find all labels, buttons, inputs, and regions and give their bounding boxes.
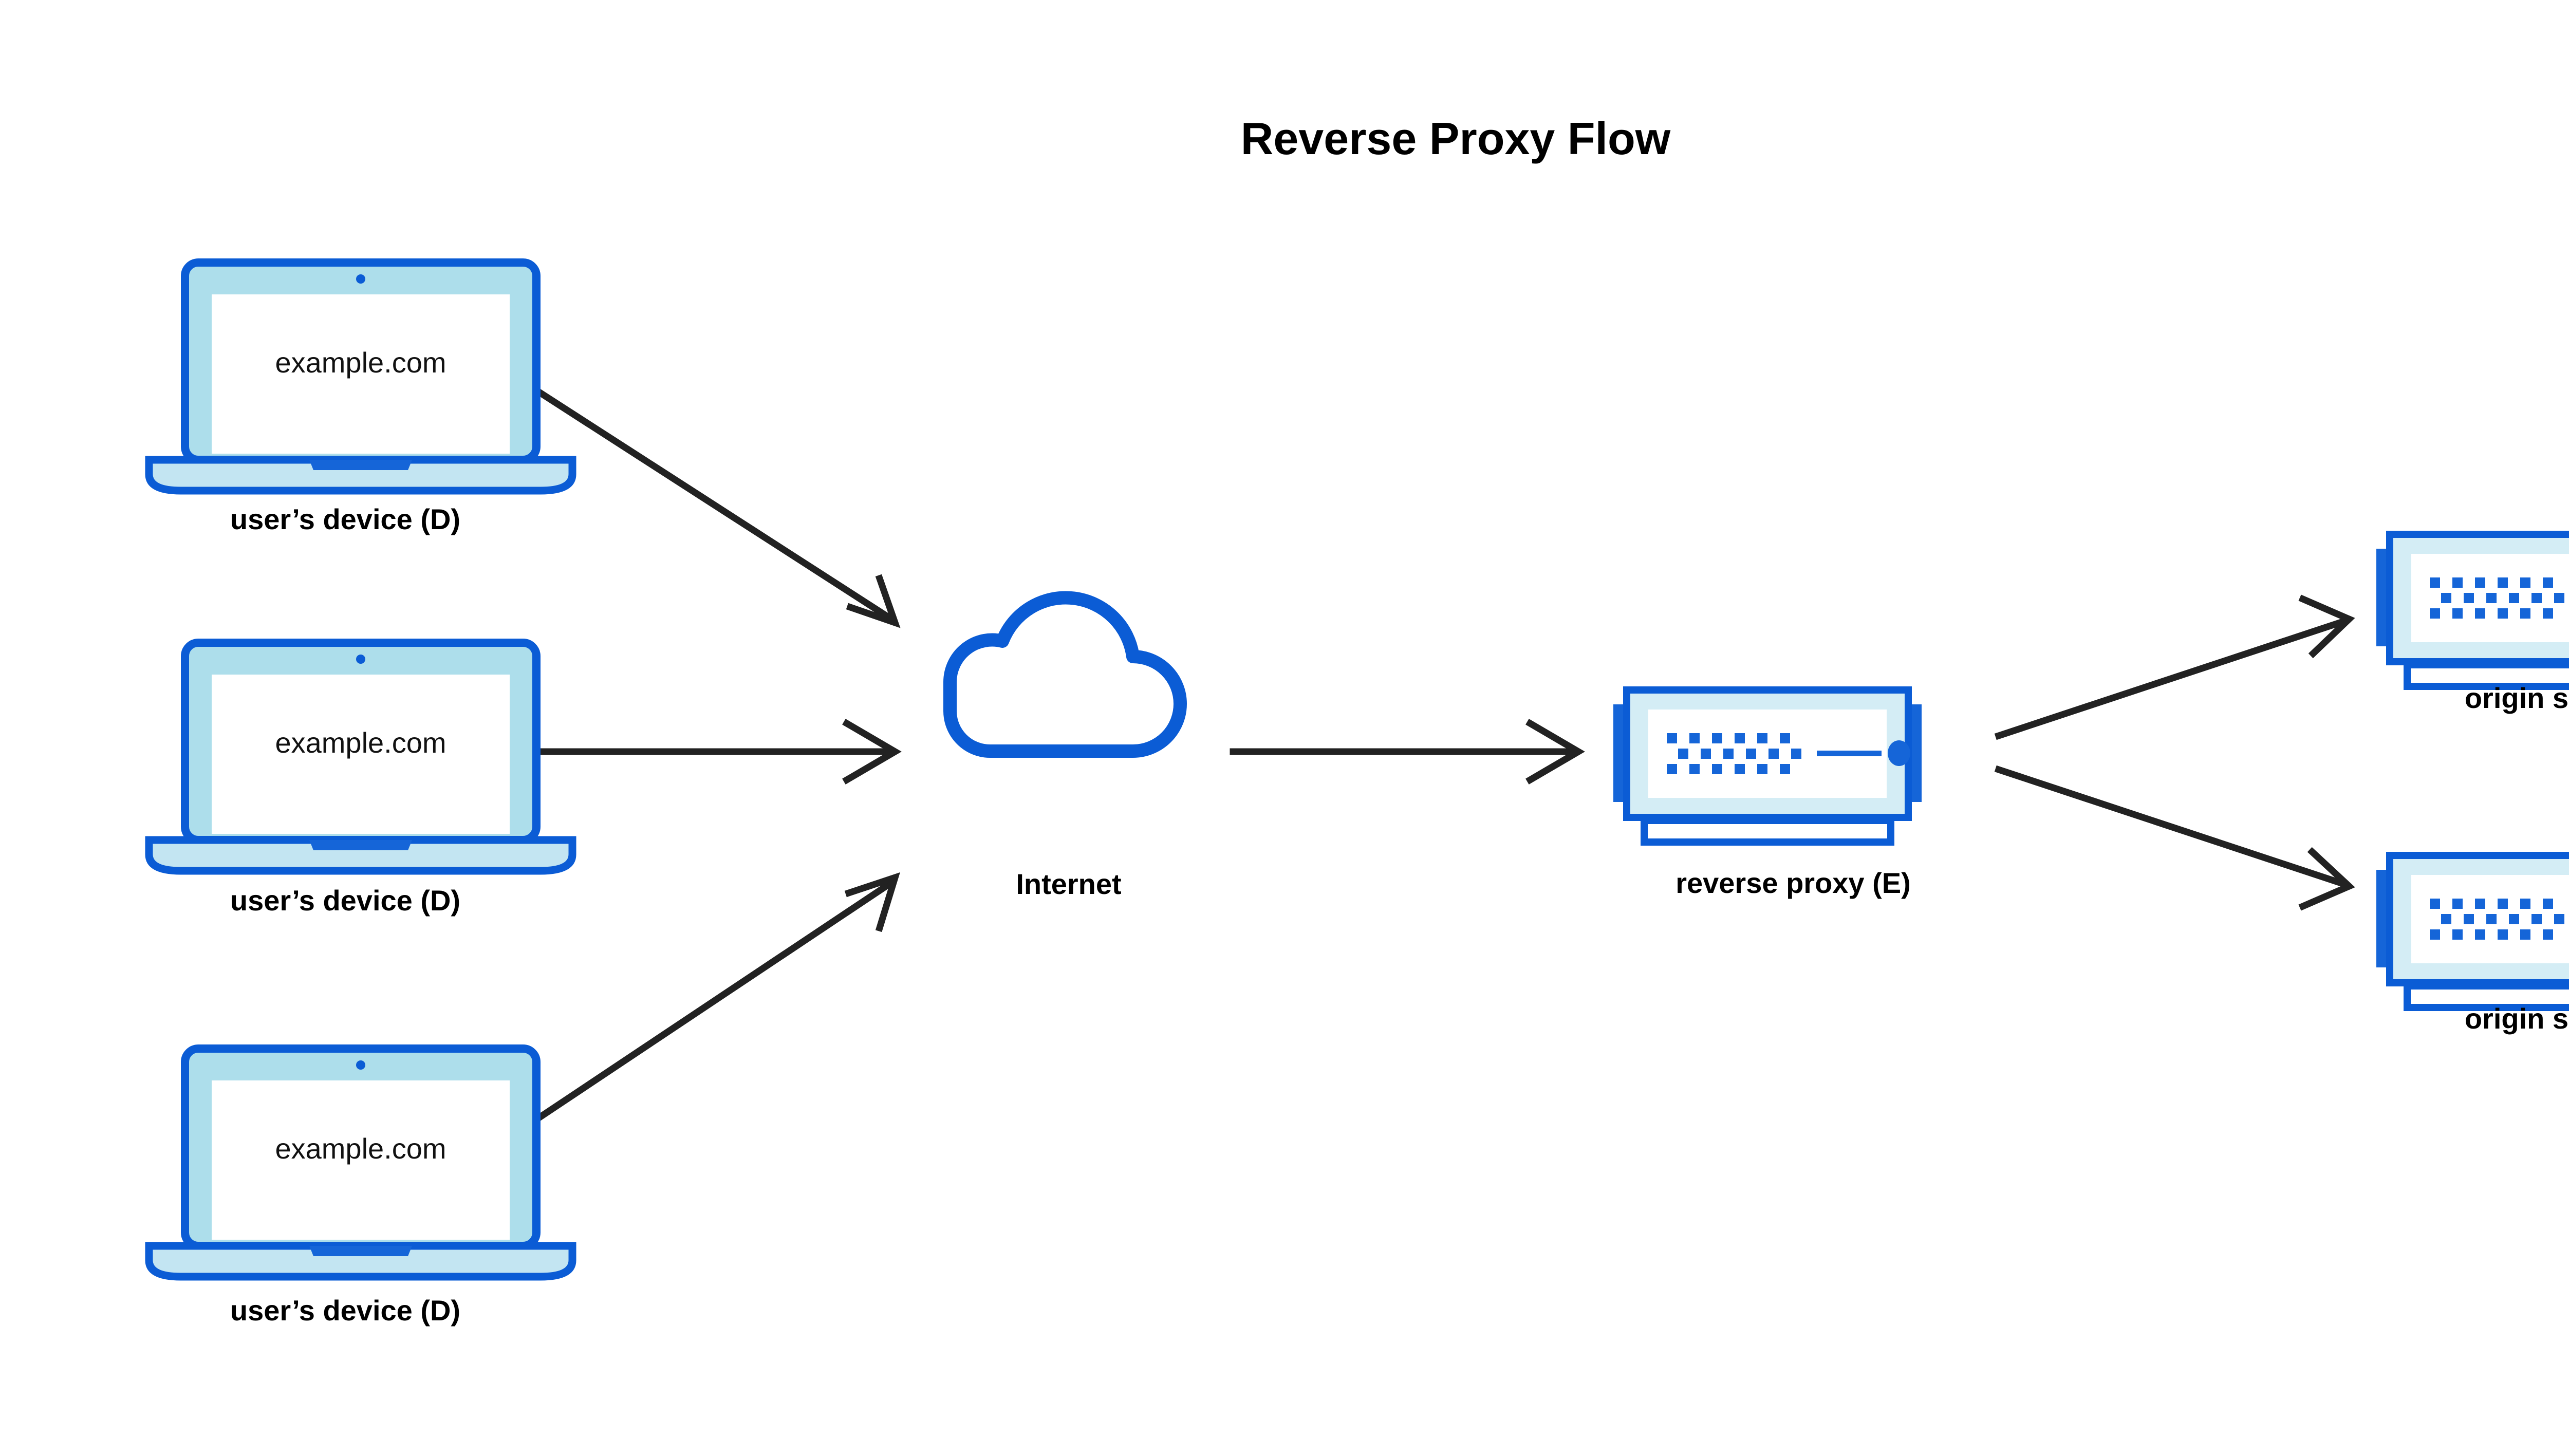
server-icon [1613,690,1922,842]
node-internet[interactable]: Internet [950,598,1180,900]
server-icon [2376,534,2569,686]
cloud-icon [950,598,1180,751]
edge-device1-internet [504,368,901,628]
node-device-2[interactable]: example.com user’s device (D) [149,643,572,917]
edge-proxy-origin2 [1994,765,2355,911]
edge-device2-internet [505,719,902,785]
device-label: user’s device (D) [230,1294,460,1327]
origin-server-label: origin server (F) [2465,682,2569,714]
device-label: user’s device (D) [230,884,460,917]
device-screen-text: example.com [275,1132,446,1165]
edge-proxy-origin1 [1994,594,2355,740]
device-screen-text: example.com [275,726,446,759]
node-origin-server-2[interactable]: origin server (F) [2376,855,2569,1035]
internet-label: Internet [1016,868,1121,900]
server-icon [2376,855,2569,1007]
edge-layer [504,368,2355,1143]
edge-device3-internet [504,872,900,1143]
node-device-1[interactable]: example.com user’s device (D) [149,263,572,535]
device-label: user’s device (D) [230,503,460,535]
node-origin-server-1[interactable]: origin server (F) [2376,534,2569,714]
node-reverse-proxy[interactable]: reverse proxy (E) [1613,690,1922,899]
edge-internet-proxy [1230,719,1585,785]
origin-server-label: origin server (F) [2465,1002,2569,1035]
reverse-proxy-label: reverse proxy (E) [1676,867,1911,899]
node-device-3[interactable]: example.com user’s device (D) [149,1049,572,1327]
device-screen-text: example.com [275,346,446,379]
page-title: Reverse Proxy Flow [1241,113,1671,164]
